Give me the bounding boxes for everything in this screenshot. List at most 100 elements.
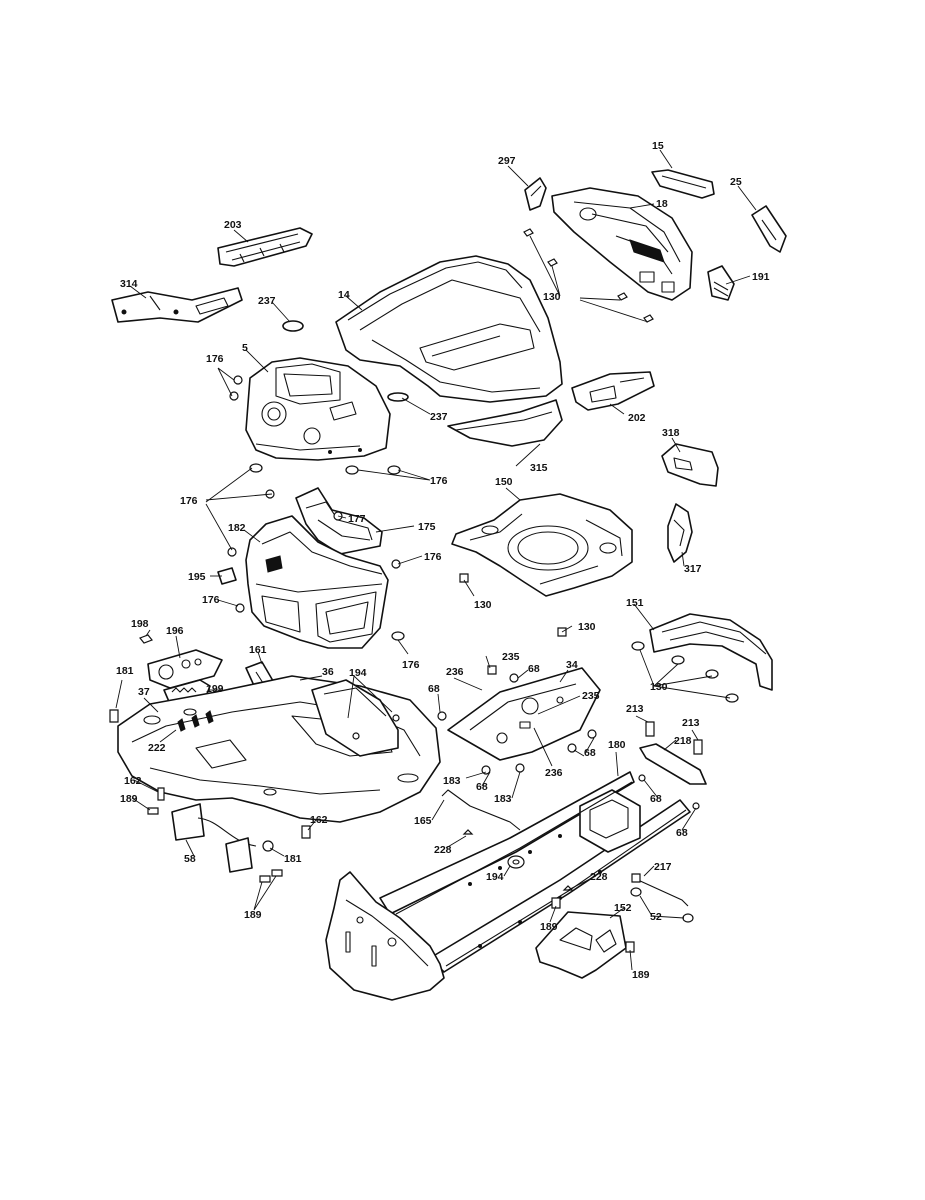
- callout-181-right: 181: [284, 853, 302, 865]
- callout-18: 18: [656, 198, 668, 210]
- callout-15: 15: [652, 140, 664, 152]
- callout-162-left: 162: [124, 775, 142, 787]
- callout-235-upper: 235: [502, 651, 520, 663]
- callout-217: 217: [654, 861, 672, 873]
- callout-68-upper: 68: [528, 663, 540, 675]
- callout-228-left: 228: [434, 844, 452, 856]
- part-165: [441, 789, 521, 831]
- callout-150: 150: [495, 476, 513, 488]
- callout-175: 175: [418, 521, 436, 533]
- callout-203: 203: [224, 219, 242, 231]
- callout-222: 222: [148, 742, 166, 754]
- callout-36: 36: [322, 666, 334, 678]
- fastener-130-group: [459, 228, 739, 703]
- part-14: [335, 255, 563, 403]
- callout-297: 297: [498, 155, 516, 167]
- part-180: [325, 771, 691, 1001]
- part-198: [139, 634, 153, 644]
- callout-151: 151: [626, 597, 644, 609]
- callout-191: 191: [752, 271, 770, 283]
- callout-130-pan-lower: 130: [578, 621, 596, 633]
- callout-152: 152: [614, 902, 632, 914]
- callout-130-pan: 130: [474, 599, 492, 611]
- callout-130-bracket: 130: [650, 681, 668, 693]
- part-151: [649, 613, 773, 691]
- callout-14: 14: [338, 289, 350, 301]
- fastener-misc-group: [109, 709, 635, 953]
- callout-213-left: 213: [626, 703, 644, 715]
- part-202: [571, 371, 655, 411]
- callout-236-lower: 236: [545, 767, 563, 779]
- callout-228-right: 228: [590, 871, 608, 883]
- part-25: [751, 205, 787, 253]
- callout-176-bottom: 176: [402, 659, 420, 671]
- callout-194-lower: 194: [486, 871, 504, 883]
- callout-176-dash: 176: [430, 475, 448, 487]
- part-217: [631, 873, 689, 907]
- callout-236-upper: 236: [446, 666, 464, 678]
- part-52: [630, 887, 694, 923]
- part-297: [524, 177, 547, 211]
- callout-177: 177: [348, 513, 366, 525]
- part-182: [245, 515, 389, 649]
- callout-68-left: 68: [428, 683, 440, 695]
- callout-189-frame: 189: [540, 921, 558, 933]
- part-36: [311, 679, 400, 757]
- callout-189-bottom-right: 189: [632, 969, 650, 981]
- callout-196: 196: [166, 625, 184, 637]
- callout-314: 314: [120, 278, 138, 290]
- callout-130-top: 130: [543, 291, 561, 303]
- callout-58: 58: [184, 853, 196, 865]
- callout-165: 165: [414, 815, 432, 827]
- callout-318: 318: [662, 427, 680, 439]
- callout-235-right: 235: [582, 690, 600, 702]
- callout-176-left: 176: [180, 495, 198, 507]
- callout-25: 25: [730, 176, 742, 188]
- part-196: [147, 649, 223, 689]
- callout-189-bottom-left: 189: [244, 909, 262, 921]
- part-175-177: [295, 487, 383, 555]
- callout-198: 198: [131, 618, 149, 630]
- part-237a: [282, 320, 304, 332]
- callout-183-right: 183: [494, 793, 512, 805]
- callout-189-left: 189: [120, 793, 138, 805]
- callout-68-frame: 68: [650, 793, 662, 805]
- part-315: [447, 399, 563, 447]
- part-195: [217, 567, 237, 585]
- callout-213-right: 213: [682, 717, 700, 729]
- callout-218: 218: [674, 735, 692, 747]
- callout-317: 317: [684, 563, 702, 575]
- callout-34: 34: [566, 659, 578, 671]
- callout-176-upper-left: 176: [206, 353, 224, 365]
- part-34: [447, 667, 601, 761]
- part-58: [171, 803, 257, 873]
- callout-162-right: 162: [310, 814, 328, 826]
- part-18: [551, 187, 693, 301]
- part-317: [667, 503, 693, 563]
- fastener-176-group: [227, 375, 405, 641]
- callout-labels: 297 15 25 18 203 14 191 130 314 237 5 17…: [116, 140, 770, 981]
- callout-202: 202: [628, 412, 646, 424]
- callout-176-lower: 176: [202, 594, 220, 606]
- part-203: [217, 227, 313, 267]
- callout-315: 315: [530, 462, 548, 474]
- part-150: [451, 493, 633, 597]
- leader-lines: [115, 149, 757, 971]
- callout-5: 5: [242, 342, 248, 354]
- callout-199: 199: [206, 683, 224, 695]
- part-194: [507, 855, 525, 869]
- callout-181-left: 181: [116, 665, 134, 677]
- part-191: [707, 265, 735, 301]
- callout-183-left: 183: [443, 775, 461, 787]
- callout-68-plate-bottom: 68: [476, 781, 488, 793]
- part-152: [535, 911, 627, 979]
- part-15: [651, 169, 715, 199]
- callout-37: 37: [138, 686, 150, 698]
- callout-182: 182: [228, 522, 246, 534]
- callout-237-top: 237: [258, 295, 276, 307]
- callout-161: 161: [249, 644, 267, 656]
- part-314: [111, 287, 243, 323]
- callout-195: 195: [188, 571, 206, 583]
- callout-68-frame-right: 68: [676, 827, 688, 839]
